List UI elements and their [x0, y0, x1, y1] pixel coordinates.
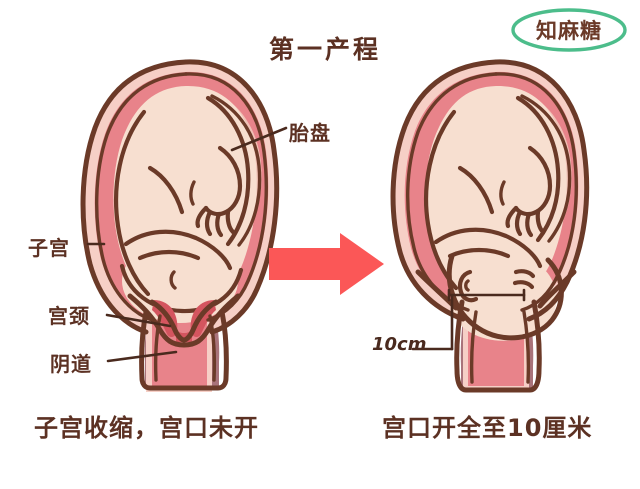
label-placenta: 胎盘 — [289, 121, 331, 145]
page-title: 第一产程 — [0, 30, 640, 66]
fetus-head-descended — [450, 252, 557, 341]
leader-placenta — [230, 126, 288, 152]
caption-right-figure: 宫口开全至10厘米 — [382, 414, 593, 442]
label-uterus: 子宫 — [28, 236, 70, 260]
fetus-body-right — [425, 85, 567, 301]
cervix-canal-right — [190, 300, 216, 337]
page-title-text: 第一产程 — [268, 35, 381, 64]
placenta-region — [206, 91, 262, 248]
watermark-logo: 知麻糖 — [508, 6, 630, 54]
vagina-region — [144, 308, 220, 390]
label-leader-lines — [86, 126, 454, 363]
uterus-closed-cervix-diagram — [80, 59, 280, 393]
fetus-body — [113, 85, 257, 309]
cervix-canal-left — [152, 300, 178, 337]
logo-ring-icon — [511, 8, 627, 52]
label-measurement-10cm: 10cm — [372, 334, 427, 355]
leader-vagina — [106, 350, 178, 363]
placenta-region-right — [516, 91, 572, 246]
uterine-serosa — [83, 61, 277, 393]
logo-text: 知麻糖 — [536, 19, 602, 43]
myometrium-wall-right — [404, 71, 579, 386]
cervix-os-closed — [176, 330, 192, 342]
caption-left-figure: 子宫收缩，宫口未开 — [34, 414, 259, 442]
label-vagina: 阴道 — [50, 352, 92, 376]
fetus-head — [122, 239, 238, 323]
label-cervix: 宫颈 — [48, 304, 90, 328]
vagina-region-right — [460, 300, 534, 392]
myometrium-wall — [94, 71, 269, 386]
leader-cervix — [105, 313, 172, 328]
progression-arrow — [269, 233, 384, 295]
